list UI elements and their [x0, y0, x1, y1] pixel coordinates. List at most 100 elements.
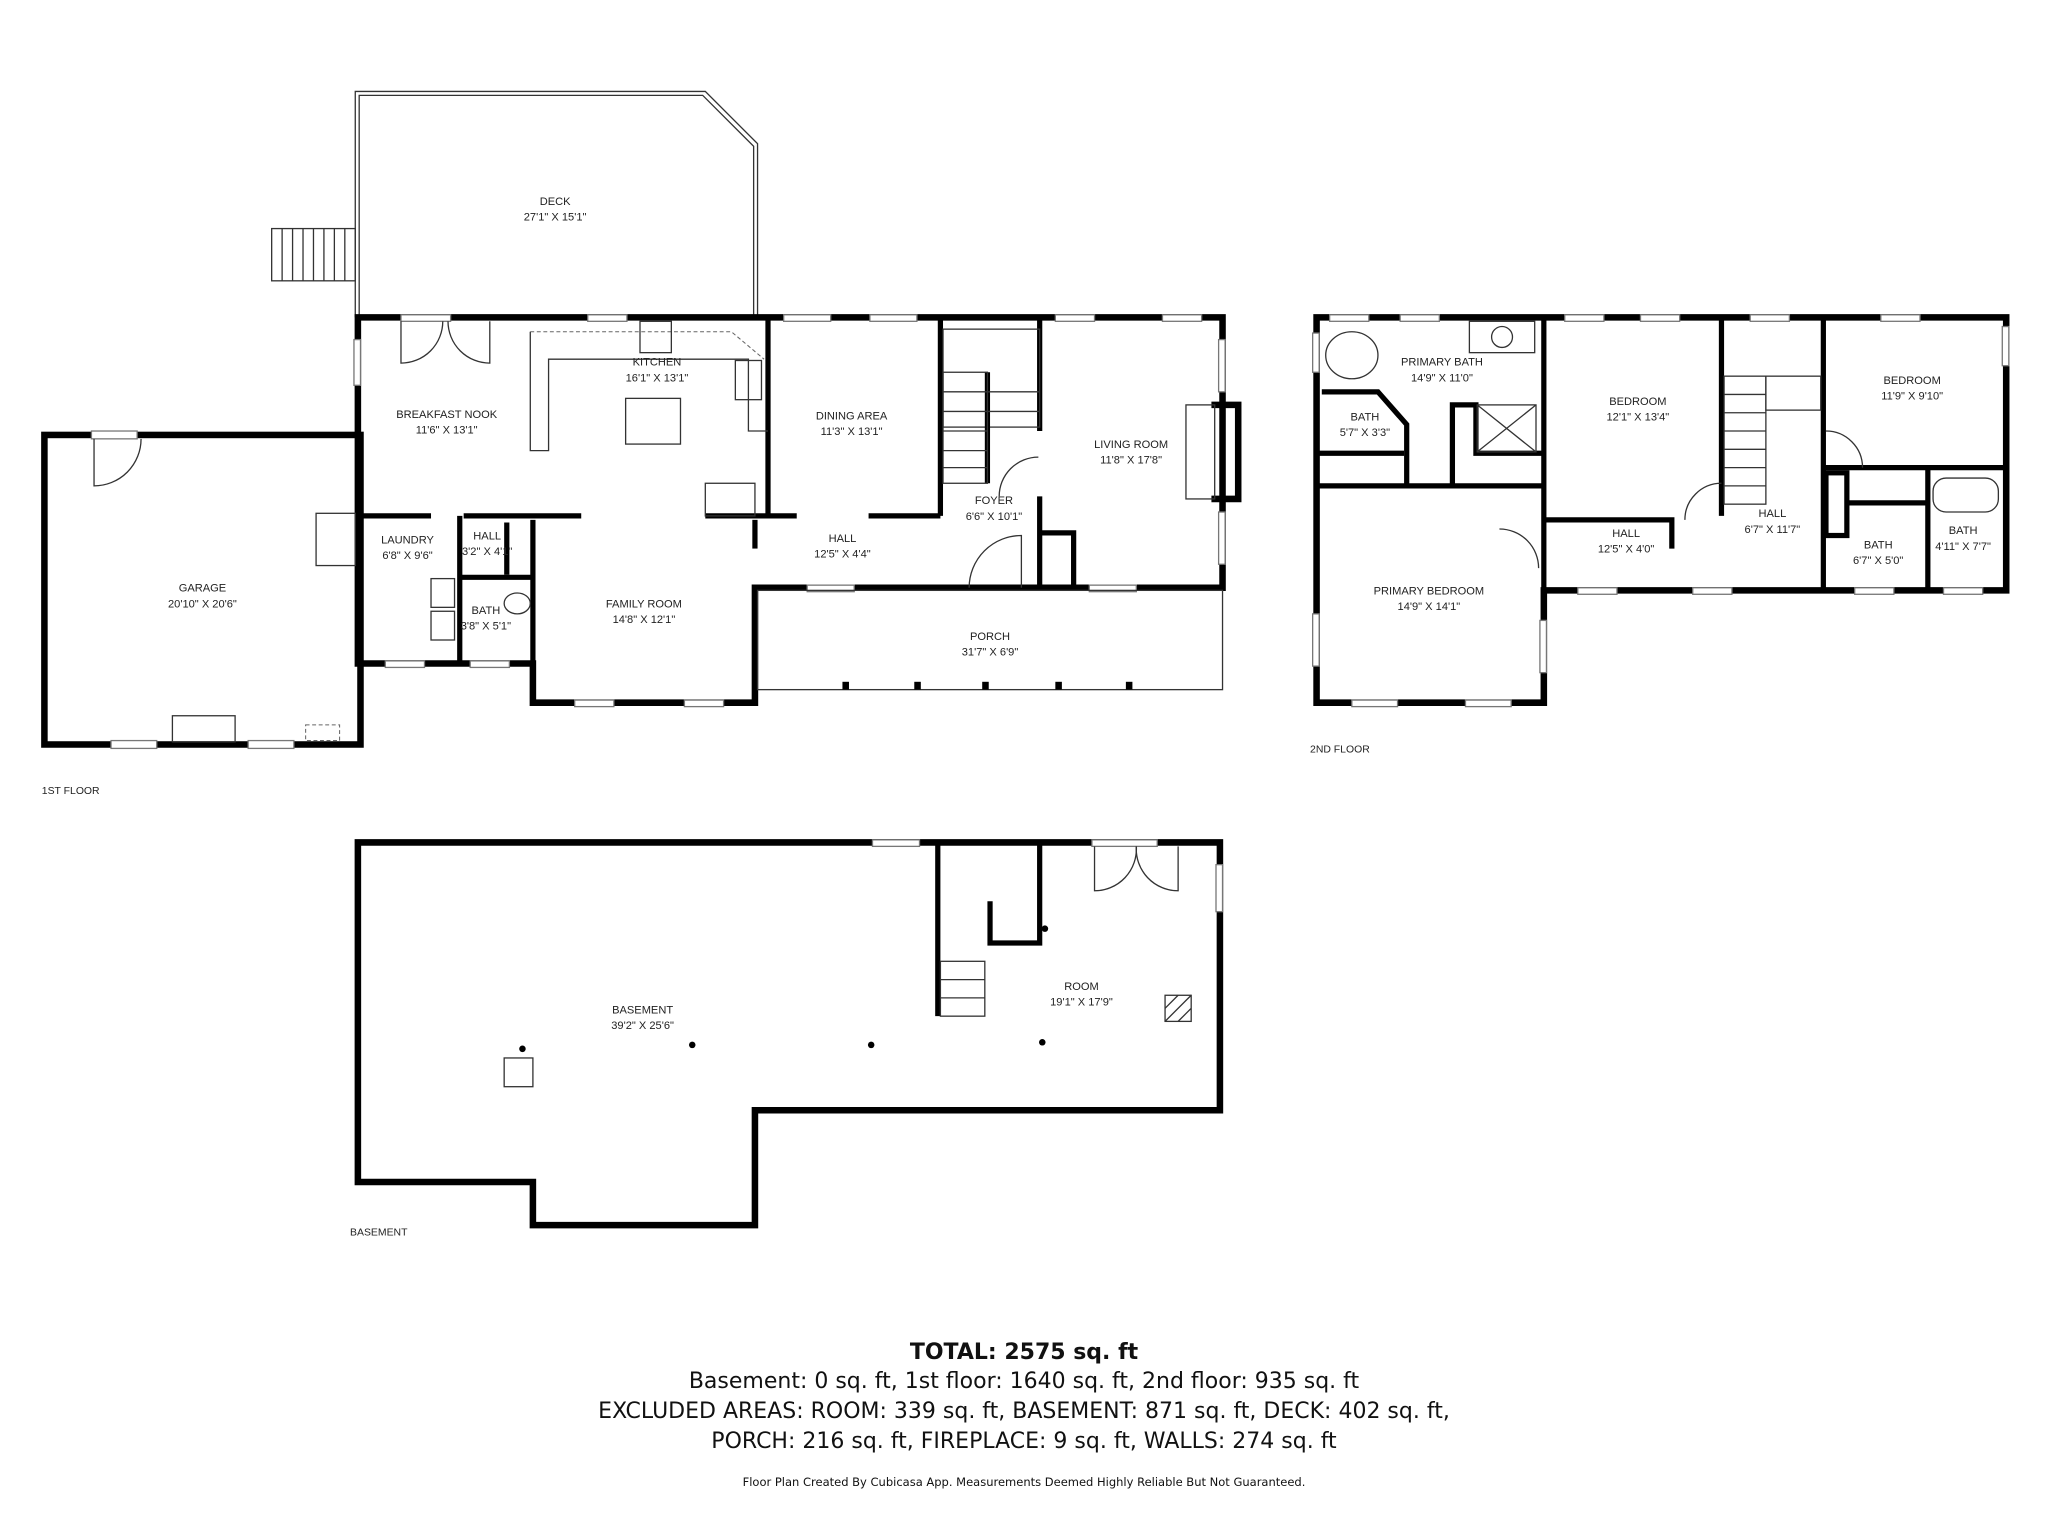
washer [430, 577, 456, 608]
room-label: BATH 6'7" X 5'0" [1853, 540, 1903, 568]
garage-door [171, 715, 236, 743]
kitchen-sink [639, 320, 672, 354]
laundry-stairs [315, 512, 356, 567]
room-dims: 6'8" X 9'6" [382, 550, 432, 562]
room-dims: 20'10" X 20'6" [168, 598, 237, 610]
garage-fixture [305, 724, 341, 742]
kitchen-stove [734, 359, 763, 401]
room-name: PORCH [970, 631, 1010, 643]
room-dims: 12'1" X 13'4" [1607, 412, 1670, 424]
room-name: BREAKFAST NOOK [396, 409, 498, 421]
room-label: PRIMARY BEDROOM 14'9" X 14'1" [1374, 585, 1485, 613]
room-label: BATH 4'11" X 7'7" [1935, 525, 1991, 553]
room-dims: 31'7" X 6'9" [962, 647, 1019, 659]
basement-stairs [939, 960, 986, 1017]
floor-label-first: 1ST FLOOR [42, 786, 100, 797]
first-floor-door-swings [400, 321, 1039, 588]
second-floor-windows [1311, 314, 2010, 708]
room-dims: 14'9" X 14'1" [1398, 601, 1461, 613]
room-dims: 12'5" X 4'0" [1598, 543, 1655, 555]
room-name: PRIMARY BEDROOM [1374, 585, 1485, 597]
room-name: BEDROOM [1609, 396, 1666, 408]
room-name: HALL [1759, 508, 1787, 520]
garage-windows [90, 430, 295, 750]
first-floor-windows [353, 314, 1226, 708]
room-dims: 6'7" X 5'0" [1853, 555, 1903, 567]
fireplace-hearth [1185, 404, 1216, 500]
shower [1476, 404, 1537, 453]
room-name: BASEMENT [612, 1005, 673, 1017]
room-name: BEDROOM [1883, 375, 1940, 387]
room-label: HALL 12'5" X 4'0" [1598, 528, 1655, 556]
room-label: DINING AREA 11'3" X 13'1" [816, 410, 888, 438]
room-name: LIVING ROOM [1094, 439, 1168, 451]
excluded-areas-line1: EXCLUDED AREAS: ROOM: 339 sq. ft, BASEME… [598, 1399, 1450, 1424]
kitchen-island [624, 397, 682, 445]
room-name: BATH [1949, 525, 1978, 537]
sink [1490, 325, 1514, 349]
excluded-areas-line2: PORCH: 216 sq. ft, FIREPLACE: 9 sq. ft, … [711, 1429, 1337, 1454]
room-label: BATH 3'8" X 5'1" [461, 605, 511, 633]
area-summary: TOTAL: 2575 sq. ft Basement: 0 sq. ft, 1… [0, 1340, 2048, 1489]
floor-label-second: 2ND FLOOR [1310, 744, 1370, 755]
basement-door-swings [1093, 846, 1179, 892]
room-name: BATH [471, 605, 500, 617]
porch-outline [756, 589, 1224, 691]
second-floor-door-swings [1499, 430, 1864, 569]
room-dims: 19'1" X 17'9" [1050, 997, 1113, 1009]
room-name: DINING AREA [816, 410, 888, 422]
room-label: PORCH 31'7" X 6'9" [962, 631, 1019, 659]
laundry-bath-fixtures [315, 512, 531, 641]
fireplace-walls [1211, 401, 1242, 503]
room-label: LAUNDRY 6'8" X 9'6" [381, 534, 434, 562]
door-swing [93, 438, 142, 487]
main-house-walls [354, 314, 1226, 706]
room-dims: 11'3" X 13'1" [821, 426, 883, 438]
room-dims: 14'9" X 11'0" [1411, 372, 1473, 384]
room-dims: 11'6" X 13'1" [416, 425, 478, 437]
room-name: KITCHEN [633, 357, 682, 369]
room-name: FAMILY ROOM [606, 598, 682, 610]
dryer [430, 610, 456, 641]
room-name: HALL [829, 533, 857, 545]
room-dims: 4'11" X 7'7" [1935, 541, 1991, 553]
room-dims: 3'8" X 5'1" [461, 621, 511, 633]
first-floor-interior-walls [360, 317, 1077, 664]
kitchen-fridge [704, 482, 756, 517]
room-name: LAUNDRY [381, 534, 434, 546]
room-name: DECK [540, 196, 571, 208]
bath-sink [503, 592, 531, 615]
room-dims: 12'5" X 4'4" [814, 549, 871, 561]
room-name: PRIMARY BATH [1401, 357, 1483, 369]
room-name: BATH [1864, 540, 1893, 552]
room-dims: 5'7" X 3'3" [1340, 427, 1390, 439]
basement-windows [871, 839, 1224, 913]
basement-interior-walls [935, 842, 1043, 1017]
second-floor-plan: PRIMARY BATH 14'9" X 11'0" BATH 5'7" X 3'3… [1310, 314, 2010, 755]
kitchen-fixtures [529, 320, 768, 517]
room-name: HALL [1612, 528, 1640, 540]
floor-areas: Basement: 0 sq. ft, 1st floor: 1640 sq. … [688, 1369, 1360, 1394]
disclaimer: Floor Plan Created By Cubicasa App. Meas… [742, 1475, 1306, 1489]
second-floor-walls [1313, 314, 2010, 706]
room-name: HALL [473, 530, 501, 542]
room-name: BATH [1351, 412, 1380, 424]
room-label: HALL 6'7" X 11'7" [1745, 508, 1801, 536]
room-dims: 6'6" X 10'1" [966, 511, 1023, 523]
room-label: BREAKFAST NOOK 11'6" X 13'1" [396, 409, 498, 437]
basement-walls [354, 839, 1224, 1229]
room-label: PRIMARY BATH 14'9" X 11'0" [1401, 357, 1483, 385]
room-dims: 6'7" X 11'7" [1745, 524, 1801, 536]
second-floor-stairs [1723, 375, 1822, 505]
deck-railing [358, 94, 755, 318]
room-label: BEDROOM 12'1" X 13'4" [1607, 396, 1670, 424]
